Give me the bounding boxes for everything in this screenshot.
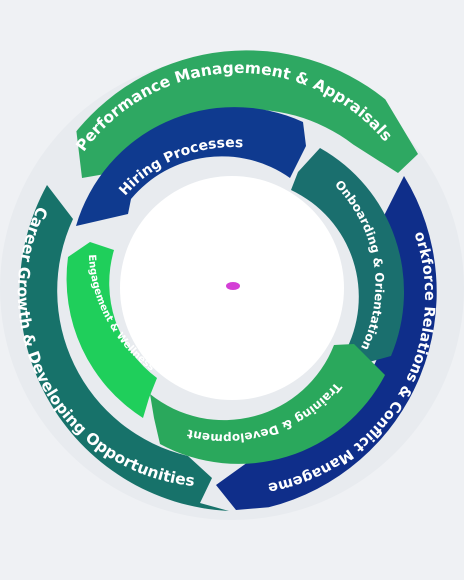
inner-segment-onboarding [291, 148, 405, 362]
inner-ring [66, 107, 405, 464]
outer-segment-career [19, 185, 229, 511]
center-dot [226, 282, 240, 290]
outer-segment-workforce [216, 176, 437, 510]
inner-segment-hiring [76, 107, 306, 226]
inner-segment-training [150, 344, 385, 464]
outer-ring [19, 50, 437, 511]
inner-segment-engagement [66, 242, 157, 418]
outer-segment-performance [76, 50, 419, 178]
